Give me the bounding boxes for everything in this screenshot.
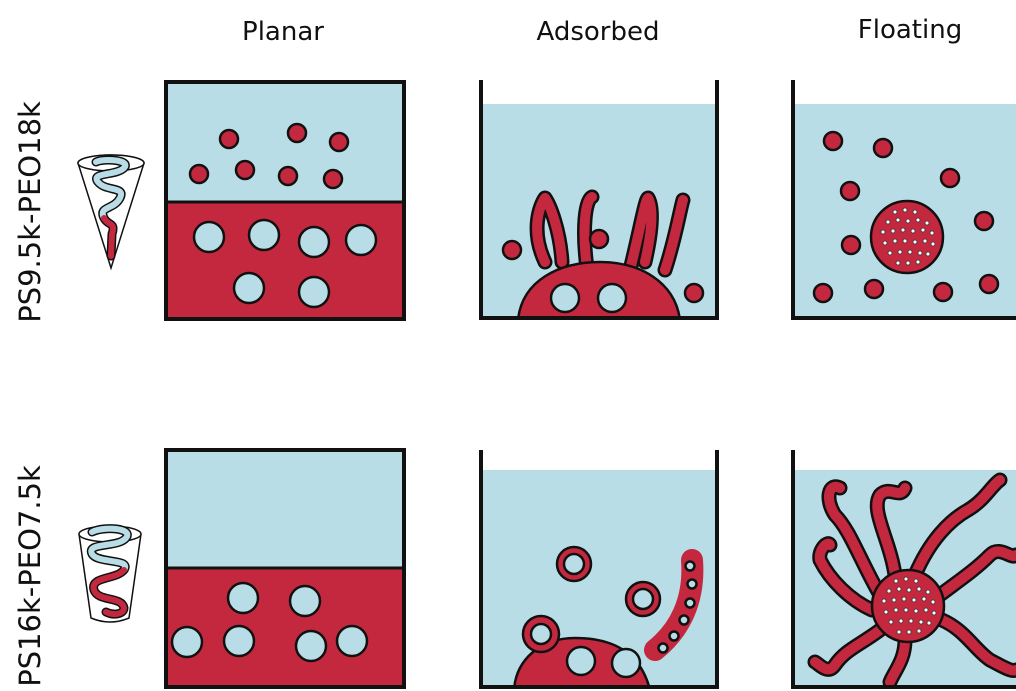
panel-planar-row1 (166, 82, 404, 319)
truncated-cone-molecule-icon (79, 526, 141, 622)
row-label-1: PS9.5k-PEO18k (13, 101, 47, 323)
panel-adsorbed-row1 (481, 80, 717, 320)
panel-adsorbed-row2 (481, 450, 717, 690)
column-title-floating: Floating (858, 15, 962, 45)
row-label-2: PS16k-PEO7.5k (13, 465, 47, 687)
column-title-adsorbed: Adsorbed (537, 17, 660, 47)
panel-planar-row2 (166, 450, 404, 687)
panel-floating-row2 (793, 450, 1016, 687)
column-title-planar: Planar (242, 17, 324, 47)
panel-floating-row1 (793, 80, 1016, 318)
cone-molecule-icon (78, 155, 144, 268)
